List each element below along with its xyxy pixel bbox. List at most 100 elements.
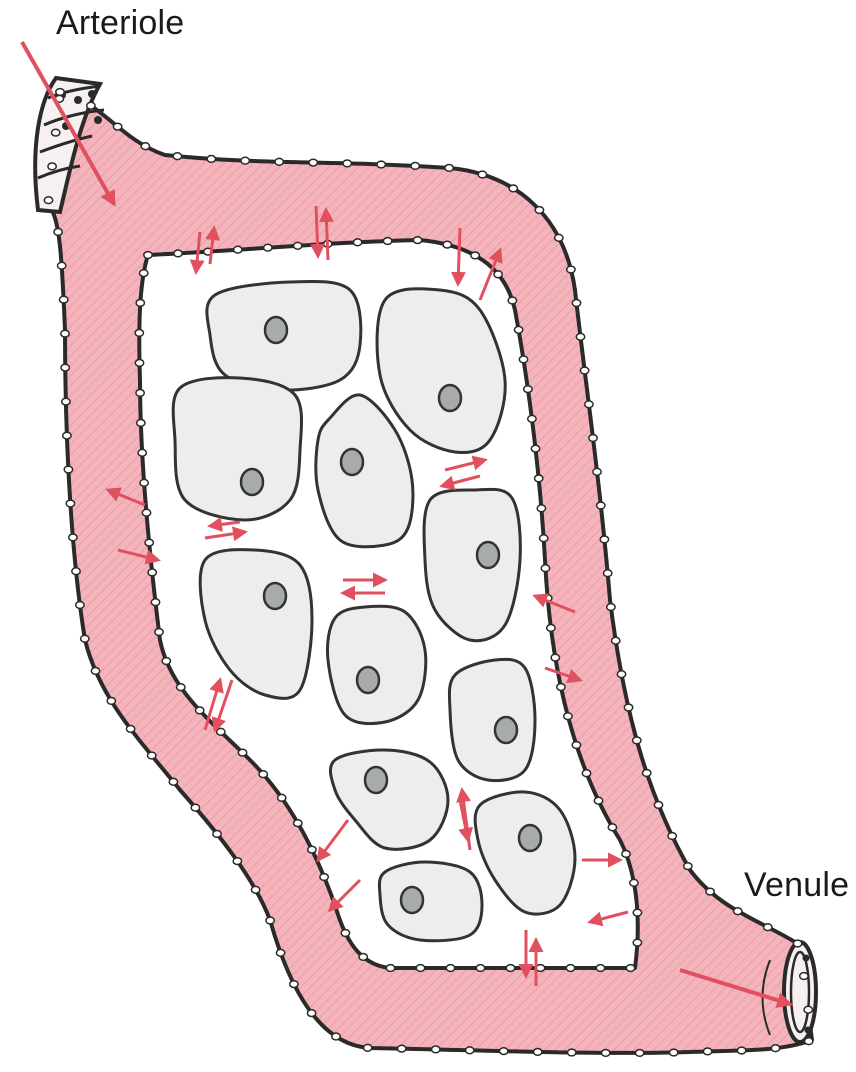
endothelial-cell <box>308 846 316 853</box>
endothelial-cell <box>359 954 367 961</box>
endothelial-cell <box>566 965 574 972</box>
endothelial-cell <box>805 1038 813 1045</box>
endothelial-cell <box>76 602 84 609</box>
cell-body <box>449 659 535 780</box>
endothelial-cell <box>509 185 517 192</box>
endothelial-cell <box>91 668 99 675</box>
endothelial-cell <box>145 539 153 546</box>
endothelial-cell <box>537 505 545 512</box>
endothelial-cell <box>508 297 516 304</box>
venule-label: Venule <box>744 866 849 905</box>
endothelial-cell <box>602 1050 610 1057</box>
endothelial-cell <box>572 742 580 749</box>
endothelial-cell <box>580 367 588 374</box>
endothelial-cell <box>626 965 634 972</box>
endothelial-cell <box>535 475 543 482</box>
tissue-cell <box>173 378 301 520</box>
endothelial-cell <box>531 445 539 452</box>
endothelial-cell <box>137 420 145 427</box>
endothelial-cell <box>72 568 80 575</box>
endothelial-cell <box>541 565 549 572</box>
endothelial-cell <box>63 432 71 439</box>
endothelial-cell <box>582 770 590 777</box>
endothelial-cell <box>413 237 421 244</box>
endothelial-cell <box>113 123 121 130</box>
endothelial-cell <box>670 1049 678 1056</box>
cell-nucleus <box>341 449 363 475</box>
endothelial-cell <box>275 158 283 165</box>
endothelial-cell <box>567 266 575 273</box>
endothelial-cell <box>233 858 241 865</box>
exchange-arrow <box>316 206 318 256</box>
endothelial-cell <box>633 909 641 916</box>
endothelial-cell <box>290 981 298 988</box>
exchange-arrow <box>458 228 460 284</box>
endothelial-cell <box>594 797 602 804</box>
endothelial-cell <box>528 415 536 422</box>
endothelial-cell <box>398 1045 406 1052</box>
endothelial-cell <box>471 252 479 259</box>
endothelial-cell <box>61 330 69 337</box>
endothelial-cell <box>514 326 522 333</box>
endothelial-cell <box>135 360 143 367</box>
endothelial-cell <box>309 159 317 166</box>
tissue-cell <box>327 606 425 723</box>
endothelial-cell <box>604 570 612 577</box>
endothelial-cell <box>564 713 572 720</box>
endothelial-cell <box>162 658 170 665</box>
endothelial-cell <box>478 171 486 178</box>
endothelial-cell <box>52 129 60 136</box>
cell-body <box>379 862 482 941</box>
endothelial-cell <box>353 239 361 246</box>
endothelial-cell <box>612 637 620 644</box>
endothelial-cell <box>44 197 52 204</box>
endothelial-cell <box>126 726 134 733</box>
endothelial-cell <box>551 654 559 661</box>
cell-nucleus <box>357 667 379 693</box>
endothelial-cell <box>144 252 152 259</box>
endothelial-cell <box>135 330 143 337</box>
endothelial-cell <box>48 163 56 170</box>
endothelial-cell <box>66 500 74 507</box>
endothelial-cell <box>572 300 580 307</box>
endothelial-cell <box>547 625 555 632</box>
endothelial-cell <box>630 879 638 886</box>
tissue-cell <box>379 862 482 941</box>
endothelial-cell <box>534 1049 542 1056</box>
endothelial-cell <box>383 238 391 245</box>
endothelial-cell <box>466 1047 474 1054</box>
endothelial-cell <box>585 401 593 408</box>
endothelial-cell <box>136 300 144 307</box>
endothelial-cell <box>241 157 249 164</box>
endothelial-cell <box>568 1049 576 1056</box>
endothelial-cell <box>259 771 267 778</box>
endothelial-cell <box>213 831 221 838</box>
endothelial-cell <box>804 1006 812 1013</box>
endothelial-cell <box>234 246 242 253</box>
endothelial-cell <box>654 802 662 809</box>
endothelial-cell <box>703 1048 711 1055</box>
cell-body <box>327 606 425 723</box>
endothelial-cell <box>633 939 641 946</box>
endothelial-cell <box>174 250 182 257</box>
endothelial-cell <box>443 241 451 248</box>
endothelial-cell <box>500 1048 508 1055</box>
endothelial-cell <box>576 333 584 340</box>
endothelial-cell <box>764 924 772 931</box>
endothelial-cell <box>294 242 302 249</box>
endothelial-cell <box>107 698 115 705</box>
endothelial-cell <box>307 1010 315 1017</box>
endothelial-cell <box>364 1044 372 1051</box>
endothelial-cell <box>771 1045 779 1052</box>
endothelial-cell <box>617 671 625 678</box>
endothelial-cell <box>386 965 394 972</box>
endothelial-cell <box>622 851 630 858</box>
endothelial-cell <box>519 356 527 363</box>
endothelial-cell <box>169 778 177 785</box>
endothelial-cell <box>196 707 204 714</box>
endothelial-cell <box>494 271 502 278</box>
endothelial-cell <box>140 270 148 277</box>
endothelial-cell <box>251 886 259 893</box>
endothelial-cell <box>506 965 514 972</box>
